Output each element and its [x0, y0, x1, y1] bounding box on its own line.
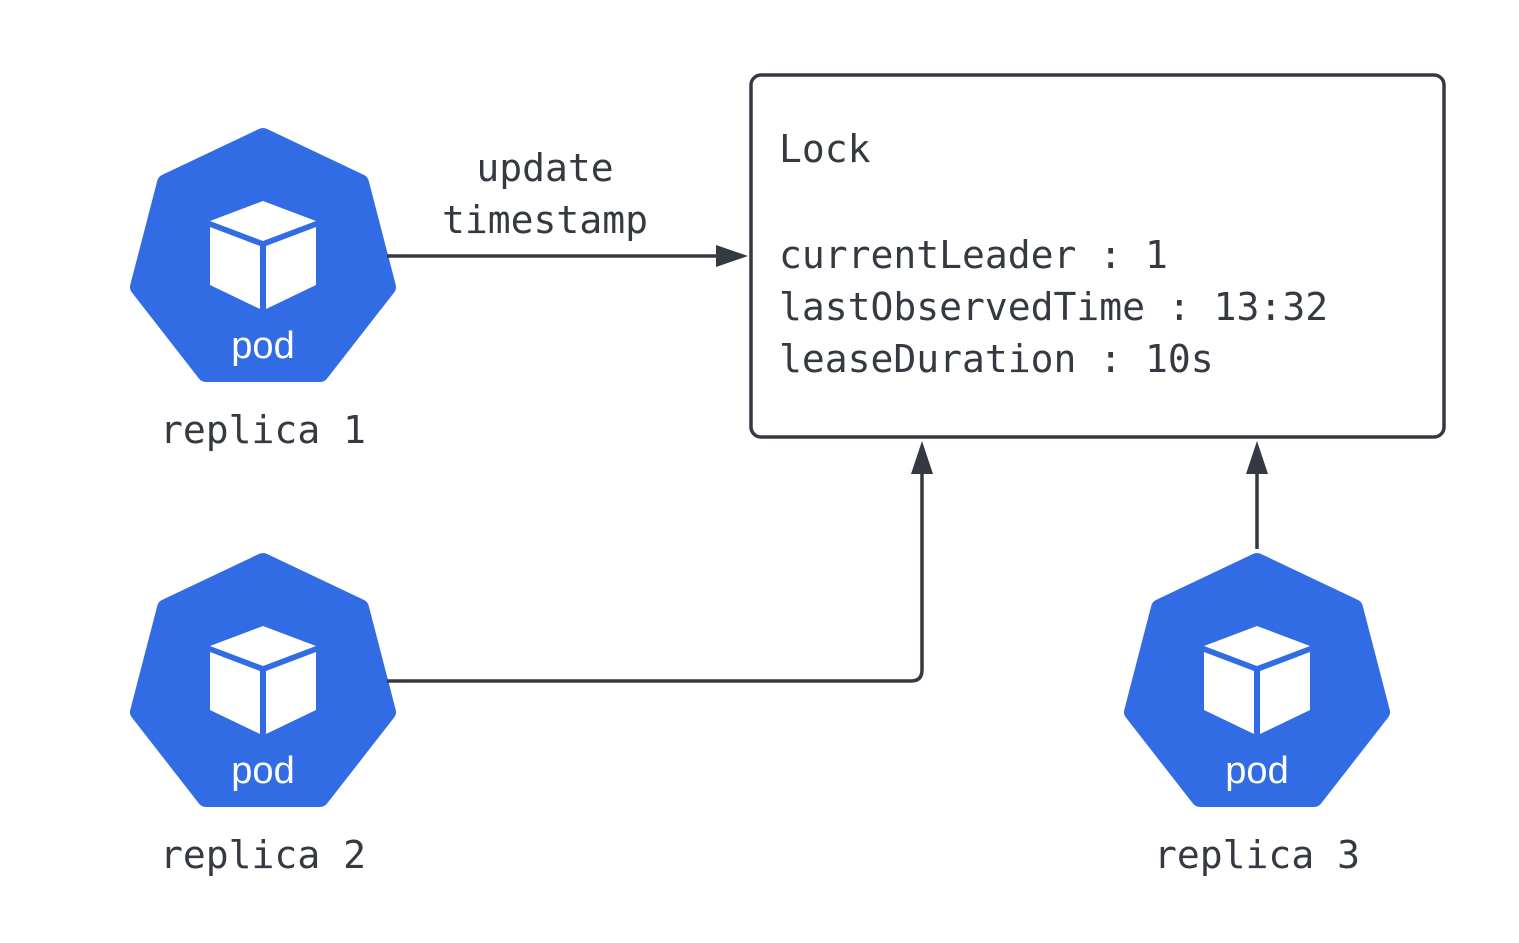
lock-field-lease-duration: leaseDuration : 10s	[779, 337, 1214, 381]
pod-replica-3: pod replica 3	[1133, 562, 1381, 877]
arrowhead-up-icon	[911, 441, 933, 474]
arrow-label-line-2: timestamp	[442, 198, 648, 242]
update-timestamp-label: update timestamp	[442, 146, 648, 242]
lock-title: Lock	[779, 127, 871, 171]
arrow-replica-1-to-lock	[387, 245, 748, 267]
replica-name: replica 1	[160, 408, 366, 452]
replica-name: replica 2	[160, 833, 366, 877]
arrow-replica-2-to-lock	[387, 441, 933, 683]
arrowhead-right-icon	[716, 245, 748, 267]
pod-label: pod	[231, 325, 294, 367]
lock-field-current-leader: currentLeader : 1	[779, 233, 1168, 277]
pod-label: pod	[231, 750, 294, 792]
lock-field-last-observed-time: lastObservedTime : 13:32	[779, 285, 1328, 329]
pod-replica-2: pod replica 2	[139, 562, 387, 877]
arrowhead-up-icon	[1246, 441, 1268, 474]
lock-box: Lock currentLeader : 1 lastObservedTime …	[749, 73, 1446, 439]
replica-name: replica 3	[1154, 833, 1360, 877]
pod-replica-1: pod replica 1	[139, 137, 387, 452]
arrow-label-line-1: update	[476, 146, 613, 190]
pod-label: pod	[1225, 750, 1288, 792]
arrow-replica-3-to-lock	[1246, 441, 1268, 549]
